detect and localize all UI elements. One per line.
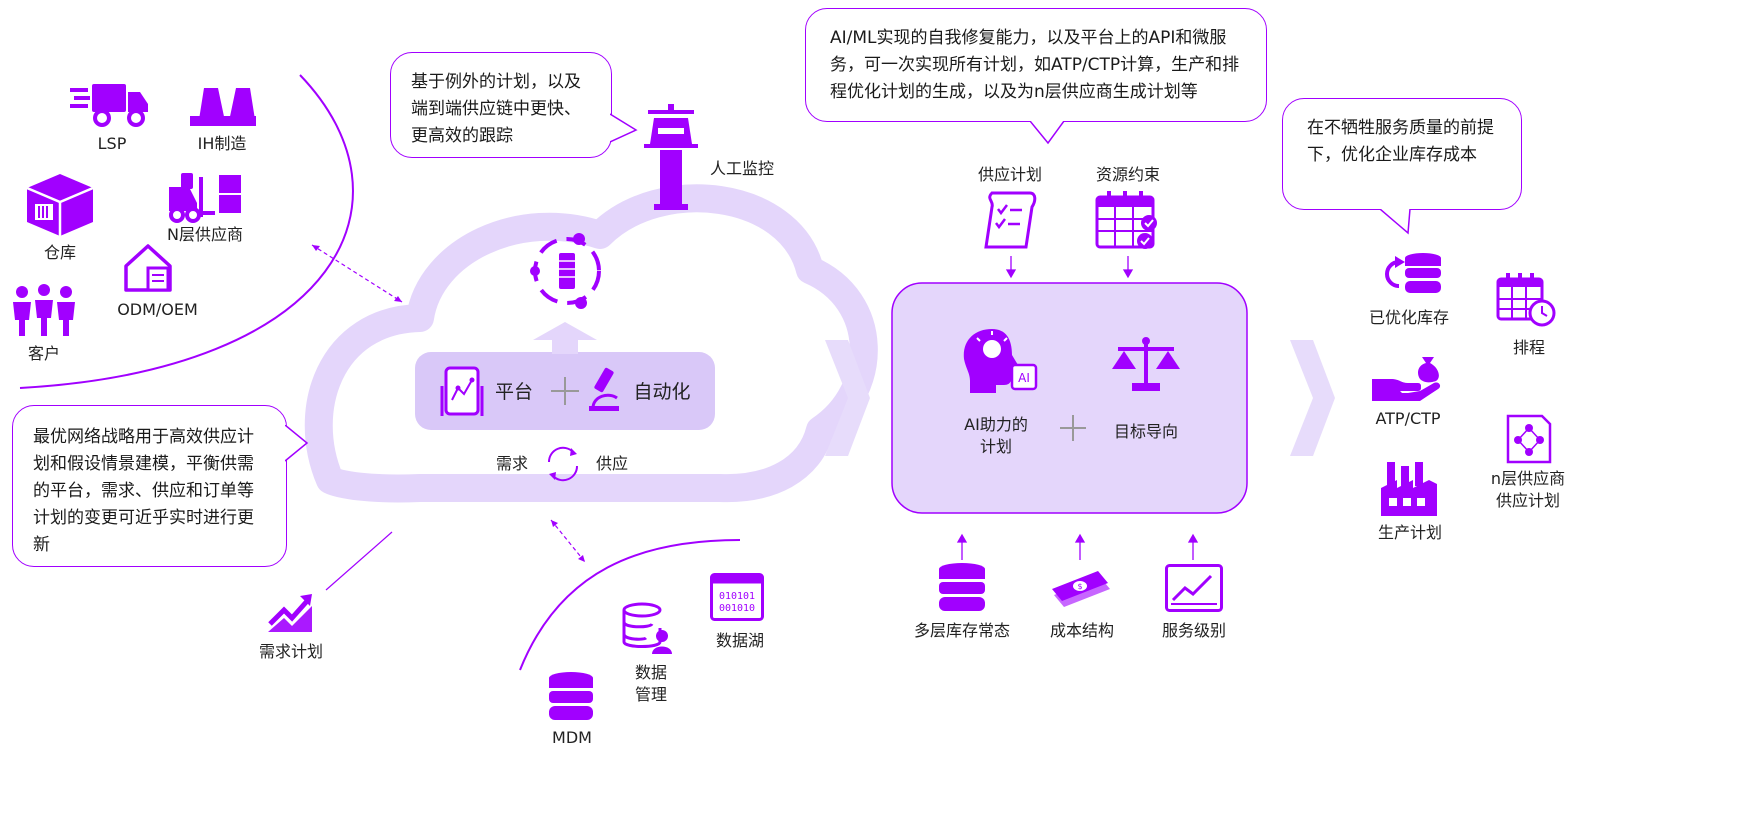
svg-text:001010: 001010 [719,603,755,614]
box-icon [26,174,94,236]
bubble-exception-tail [610,113,638,143]
label-human-monitor: 人工监控 [710,159,775,178]
platform-cloud [304,184,878,503]
mdm-database-icon [549,672,593,720]
svg-text:$: $ [1077,582,1082,591]
label-supply-plan: 供应计划 [977,165,1042,184]
ai-planning-box [891,282,1248,514]
tablet-icon [440,366,484,416]
label-platform: 平台 [494,381,533,403]
label-customer: 客户 [27,344,60,363]
document-icon [984,191,1037,249]
label-data-lake: 数据湖 [715,631,764,650]
label-ih: IH制造 [197,134,247,153]
label-scheduling: 排程 [1512,338,1545,357]
bubble-exception-planning: 基于例外的计划，以及端到端供应链中更快、更高效的跟踪 [390,52,612,158]
schedule-icon [1496,273,1556,327]
label-production: 生产计划 [1377,523,1442,542]
svg-text:AI: AI [1018,371,1030,385]
bubble-network-tail [285,425,309,462]
svg-text:010101: 010101 [719,591,755,602]
forklift-icon [169,173,241,223]
label-demand-plan: 需求计划 [258,642,323,661]
bubble-ai-text: AI/ML实现的自我修复能力，以及平台上的API和微服务，可一次实现所有计划，如… [830,28,1240,102]
label-supply: 供应 [595,454,628,473]
link-dashed-left [311,244,403,303]
bubble-network-strategy: 最优网络战略用于高效供应计划和假设情景建模，平衡供需的平台，需求、供应和订单等计… [12,405,287,567]
label-automation: 自动化 [633,381,691,403]
production-factory-icon [1381,462,1437,516]
bubble-network-text: 最优网络战略用于高效供应计划和假设情景建模，平衡供需的平台，需求、供应和订单等计… [33,427,254,555]
truck-icon [70,84,148,127]
label-warehouse: 仓库 [43,243,76,262]
chart-icon [1165,564,1223,612]
data-group-arc [519,539,741,671]
bubble-cost-tail [1380,209,1411,235]
label-cost: 成本结构 [1049,621,1114,640]
label-ai-line2: 计划 [979,437,1012,456]
money-icon: $ [1052,571,1110,607]
inventory-database-icon [939,563,985,611]
label-n-tier: N层供应商 [167,225,243,244]
chevron-2 [1290,340,1335,456]
label-optimized-inventory: 已优化库存 [1368,308,1449,327]
demand-plan-link [325,531,393,591]
house-icon [124,244,172,292]
data-management-icon [622,602,672,654]
cycle-icon [547,446,579,482]
link-dashed-data [550,519,586,563]
label-lsp: LSP [97,134,127,153]
scale-icon [1112,337,1180,391]
label-data-mgmt-1: 数据 [634,663,667,682]
label-data-mgmt-2: 管理 [634,685,667,704]
network-doc-icon [1506,414,1552,464]
bubble-cost-text: 在不牺牲服务质量的前提下，优化企业库存成本 [1307,118,1494,165]
bubble-ai-ml: AI/ML实现的自我修复能力，以及平台上的API和微服务，可一次实现所有计划，如… [805,8,1267,122]
tower-icon [644,104,698,210]
chevron-1 [825,340,870,456]
label-goal: 目标导向 [1113,422,1178,441]
binary-icon: 010101 001010 [710,573,764,621]
optimized-inventory-icon [1385,253,1441,293]
bubble-exception-text: 基于例外的计划，以及端到端供应链中更快、更高效的跟踪 [411,72,581,146]
left-group-arc [19,74,354,389]
microscope-icon [589,367,619,411]
hand-bag-icon [1372,357,1441,401]
label-demand: 需求 [495,454,528,473]
people-icon [13,284,75,336]
label-inventory: 多层库存常态 [913,621,1010,640]
calendar-icon [1095,191,1157,249]
trend-icon [268,594,312,632]
bubble-cost: 在不牺牲服务质量的前提下，优化企业库存成本 [1282,98,1522,210]
label-resource: 资源约束 [1095,165,1160,184]
label-atp: ATP/CTP [1375,409,1441,428]
factory-icon [190,88,256,126]
label-mdm: MDM [552,728,592,747]
brain-icon: AI [963,329,1038,393]
label-ai-line1: AI助力的 [964,415,1028,434]
label-service: 服务级别 [1161,621,1226,640]
bubble-ai-tail [1030,121,1065,145]
integration-hub-icon [530,233,601,309]
label-odm: ODM/OEM [117,300,198,319]
label-ntier-1: n层供应商 [1490,469,1566,488]
label-ntier-2: 供应计划 [1495,491,1560,510]
cloud-up-arrow [533,322,597,340]
